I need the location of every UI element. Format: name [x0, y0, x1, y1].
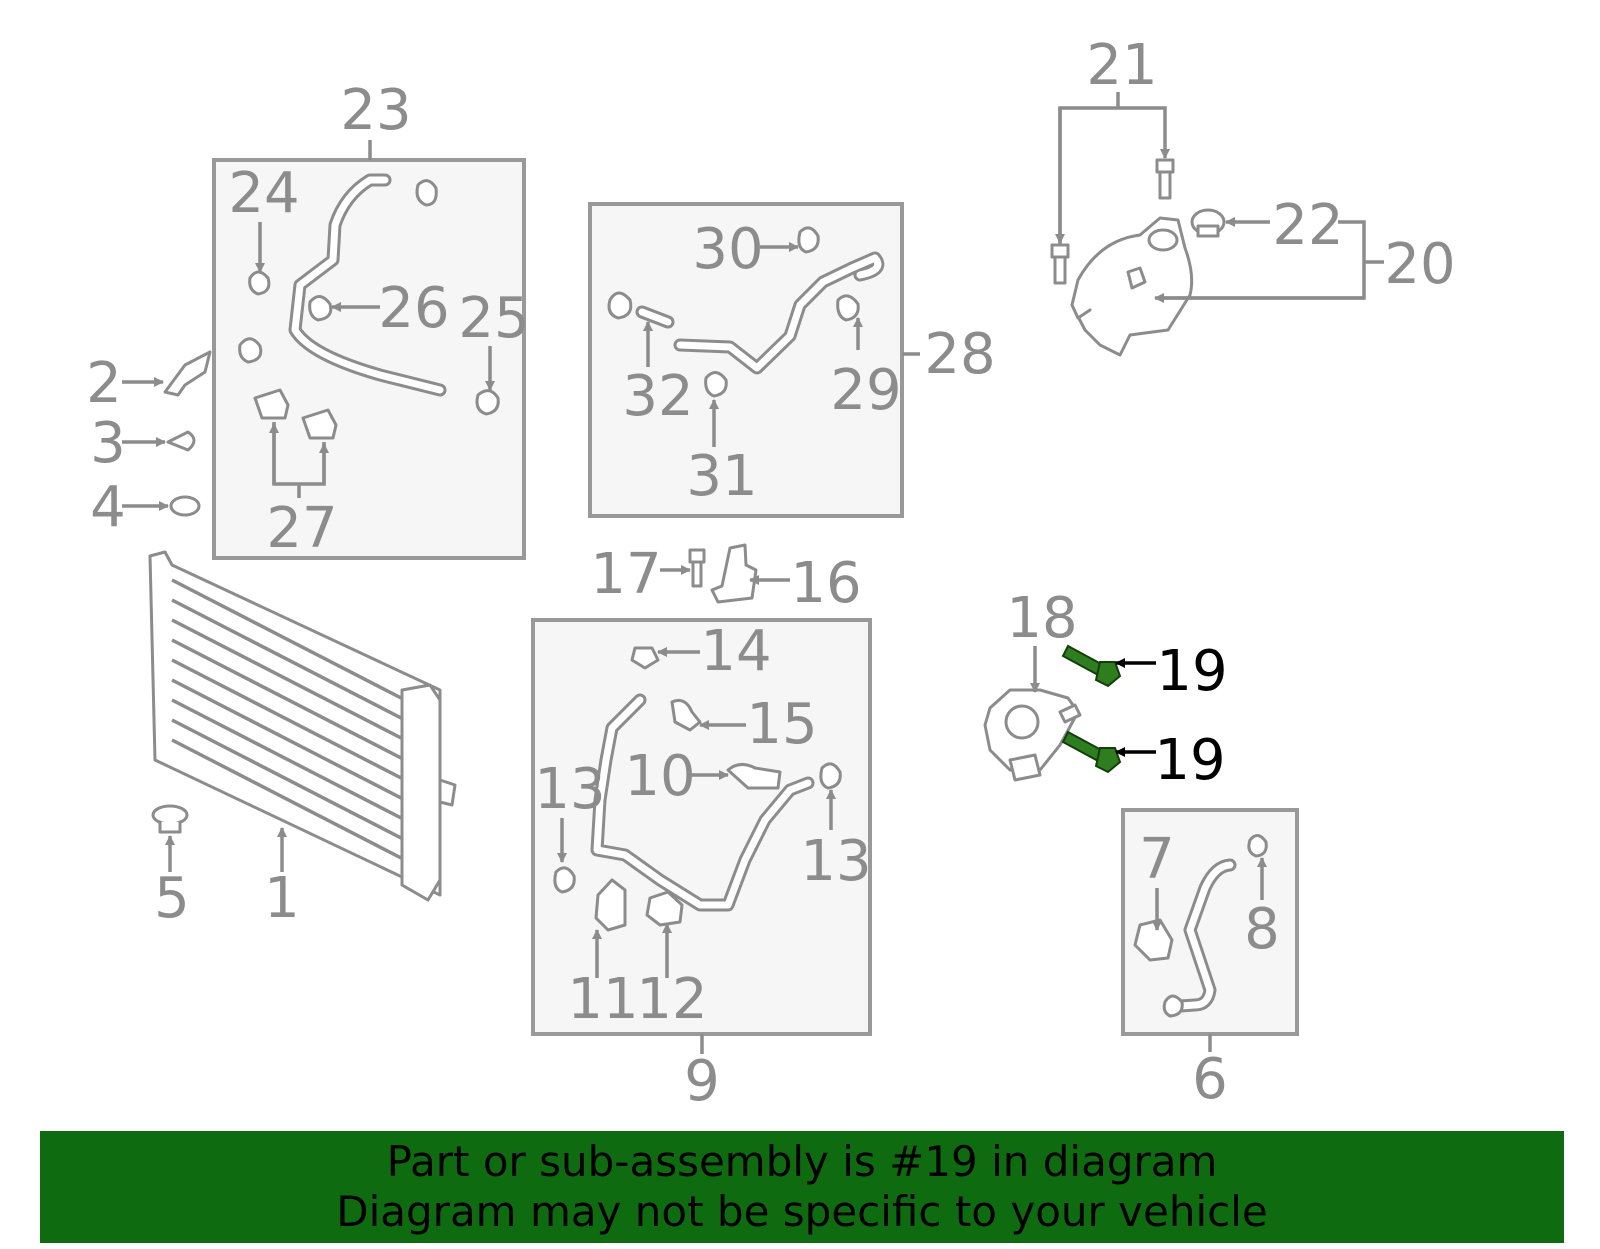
callout-9: 9 [684, 1049, 720, 1114]
callout-20: 20 [1384, 232, 1455, 297]
bolt-21-left [1050, 243, 1070, 285]
callout-26: 26 [378, 276, 449, 341]
bracket-16 [710, 543, 758, 604]
callout-1: 1 [264, 866, 300, 931]
reservoir-sensor [1126, 266, 1147, 290]
callout-14: 14 [700, 619, 771, 684]
callout-16: 16 [790, 551, 861, 616]
clamp-25 [475, 389, 500, 416]
callout-27: 27 [266, 496, 337, 561]
clamp-13-left [553, 866, 576, 894]
callout-18: 18 [1006, 586, 1077, 651]
clamp-23-left [238, 337, 263, 364]
callout-19-upper[interactable]: 19 [1156, 639, 1227, 704]
group-box-9 [531, 618, 872, 1036]
clamp-29 [836, 294, 860, 322]
callout-17: 17 [590, 542, 661, 607]
hose-assembly-28 [607, 226, 885, 398]
clamp-top-23 [415, 179, 438, 207]
callout-12: 12 [636, 967, 707, 1032]
callout-30: 30 [692, 217, 763, 282]
radiator-outlet [438, 778, 457, 807]
clamp-31 [704, 371, 728, 398]
water-outlet-housing [983, 688, 1082, 782]
clamp-10 [726, 763, 782, 790]
bracket-11 [594, 878, 627, 932]
grommet-part-3 [166, 430, 196, 452]
callout-15: 15 [746, 692, 817, 757]
bolt-17 [688, 548, 706, 588]
clamp-8 [1247, 834, 1268, 858]
callout-24: 24 [228, 161, 299, 226]
callout-2: 2 [86, 351, 122, 416]
hose-assembly-23 [238, 173, 500, 440]
clamp-26 [308, 295, 333, 322]
callout-21: 21 [1086, 33, 1157, 98]
callout-3: 3 [90, 411, 126, 476]
bracket-27-left [253, 388, 290, 420]
bracket-27-right [301, 408, 338, 440]
bracket-12 [645, 890, 684, 927]
callout-11: 11 [567, 967, 638, 1032]
leader-lines [122, 92, 1384, 1054]
bracket-part-2 [163, 350, 212, 397]
washer-part-4 [169, 495, 201, 517]
clamp-15 [670, 698, 702, 732]
callout-8: 8 [1244, 897, 1280, 962]
callout-7: 7 [1139, 827, 1175, 892]
callout-32: 32 [622, 364, 693, 429]
banner-line-1: Part or sub-assembly is #19 in diagram [386, 1137, 1218, 1186]
bolt-19-upper[interactable] [1061, 644, 1122, 688]
drain-plug [151, 804, 189, 834]
clamp-13-right [819, 762, 842, 790]
outlet-nipple [1008, 753, 1042, 782]
outlet-flange [1058, 703, 1082, 724]
info-banner: Part or sub-assembly is #19 in diagram D… [40, 1131, 1564, 1243]
outlet-port [1004, 704, 1040, 740]
radiator-end-tank [400, 683, 442, 902]
hose-assembly-6 [1133, 834, 1268, 1018]
clamp-6-bottom [1162, 994, 1184, 1018]
callout-13-right: 13 [800, 829, 871, 894]
bracket-7 [1133, 918, 1174, 962]
reservoir-outlet [1070, 303, 1092, 320]
callout-4: 4 [90, 475, 126, 540]
hose-assembly-9 [553, 646, 842, 932]
callout-28: 28 [924, 322, 995, 387]
callout-6: 6 [1192, 1047, 1228, 1112]
callout-10: 10 [624, 744, 695, 809]
reservoir-neck [1147, 228, 1179, 252]
callout-23: 23 [340, 78, 411, 143]
callout-5: 5 [154, 866, 190, 931]
banner-line-2: Diagram may not be specific to your vehi… [336, 1187, 1268, 1236]
callout-29: 29 [830, 358, 901, 423]
group-box-23 [212, 158, 526, 560]
bolt-19-lower[interactable] [1061, 730, 1122, 774]
clamp-30 [797, 226, 820, 254]
clamp-24 [248, 270, 271, 296]
callout-22: 22 [1272, 193, 1343, 258]
callout-labels: 1 2 3 4 5 6 7 8 9 10 11 12 13 13 14 15 1… [86, 33, 1455, 1114]
clamp-14 [630, 646, 660, 670]
callout-31: 31 [686, 444, 757, 509]
callout-13-left: 13 [534, 757, 605, 822]
coolant-reservoir [1070, 216, 1194, 357]
callout-19-lower[interactable]: 19 [1154, 728, 1225, 793]
clamp-28-left [607, 291, 633, 320]
radiator [148, 550, 457, 902]
bolt-21-right [1155, 158, 1175, 200]
radiator-fins [171, 578, 406, 862]
callout-25: 25 [458, 286, 529, 351]
reservoir-cap [1190, 208, 1226, 238]
